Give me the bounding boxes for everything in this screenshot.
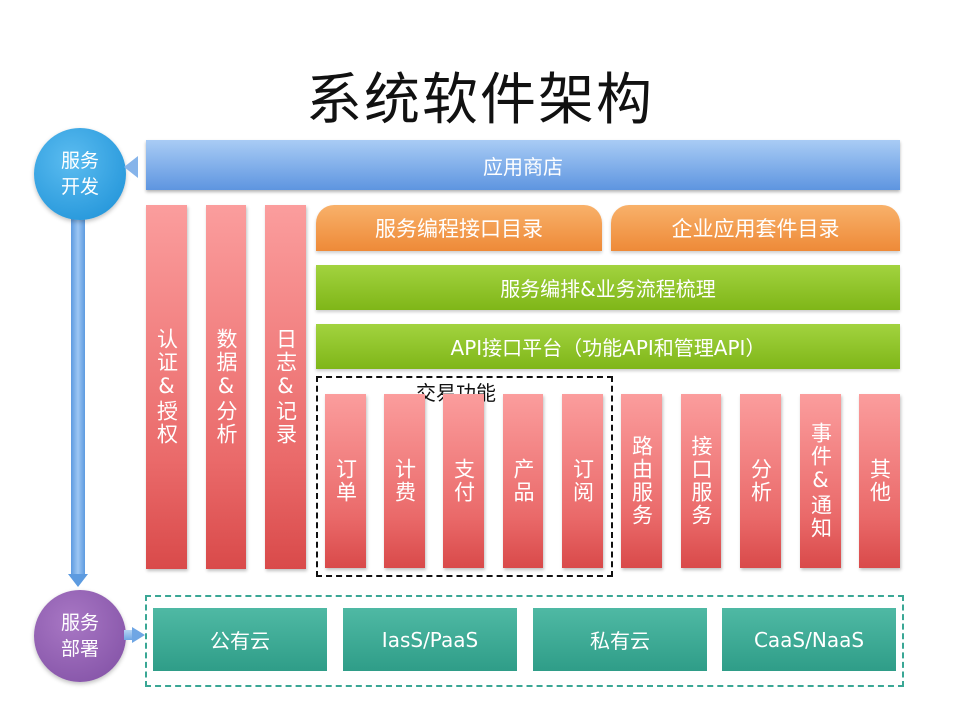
caas-naas-label: CaaS/NaaS	[753, 627, 865, 652]
orchestration-bar: 服务编排&业务流程梳理	[316, 265, 900, 310]
right-arrow-icon	[132, 627, 145, 643]
deployment-group	[145, 595, 904, 687]
data-analytics-column: 数据&分析	[206, 205, 246, 569]
routing-service-column-label: 路由服务	[629, 435, 654, 527]
payment-column: 支付	[443, 394, 484, 568]
events-notification-column-label: 事件&通知	[808, 422, 833, 540]
interface-service-column-label: 接口服务	[689, 435, 713, 527]
product-column: 产品	[503, 394, 543, 568]
orchestration-label: 服务编排&业务流程梳理	[500, 277, 716, 301]
analysis-column-label: 分析	[748, 458, 773, 504]
app-store-label: 应用商店	[483, 154, 563, 179]
app-store-bar: 应用商店	[146, 140, 900, 190]
analysis-column: 分析	[740, 394, 781, 568]
iaas-paas-label: IasS/PaaS	[381, 627, 479, 652]
private-cloud-label: 私有云	[590, 629, 650, 653]
deploy-arrow-shaft	[124, 630, 134, 640]
down-arrow-icon	[68, 574, 88, 587]
left-arrow-icon	[124, 156, 138, 178]
auth-column: 认证&授权	[146, 205, 187, 569]
logging-column-label: 日志&记录	[273, 328, 298, 446]
page-title: 系统软件架构	[306, 68, 654, 133]
subscription-column: 订阅	[562, 394, 603, 568]
dev-to-deploy-connector	[71, 195, 85, 577]
events-notification-column: 事件&通知	[800, 394, 841, 568]
private-cloud-box: 私有云	[533, 608, 707, 671]
subscription-column-label: 订阅	[570, 458, 595, 504]
service-api-catalog-label: 服务编程接口目录	[375, 217, 543, 241]
service-deploy-circle: 服务 部署	[34, 590, 126, 682]
interface-service-column: 接口服务	[681, 394, 721, 568]
auth-column-label: 认证&授权	[154, 328, 179, 446]
service-deploy-label: 服务 部署	[60, 612, 99, 660]
payment-column-label: 支付	[451, 458, 476, 504]
service-dev-circle: 服务 开发	[34, 128, 126, 220]
routing-service-column: 路由服务	[621, 394, 662, 568]
enterprise-suite-catalog-label: 企业应用套件目录	[671, 217, 840, 241]
order-column-label: 订单	[333, 458, 358, 504]
transaction-group	[316, 376, 613, 577]
service-dev-label: 服务 开发	[60, 150, 99, 198]
iaas-paas-box: IasS/PaaS	[343, 608, 517, 671]
api-platform-bar: API接口平台（功能API和管理API）	[316, 324, 900, 369]
order-column: 订单	[325, 394, 366, 568]
api-platform-label: API接口平台（功能API和管理API）	[450, 336, 766, 360]
public-cloud-box: 公有云	[153, 608, 327, 671]
caas-naas-box: CaaS/NaaS	[722, 608, 896, 671]
logging-column: 日志&记录	[265, 205, 306, 569]
other-column: 其他	[859, 394, 900, 568]
other-column-label: 其他	[867, 458, 892, 504]
data-analytics-column-label: 数据&分析	[214, 328, 238, 446]
product-column-label: 产品	[511, 458, 535, 504]
service-api-catalog: 服务编程接口目录	[316, 205, 602, 251]
public-cloud-label: 公有云	[210, 629, 270, 653]
billing-column: 计费	[384, 394, 425, 568]
billing-column-label: 计费	[392, 458, 417, 504]
enterprise-suite-catalog: 企业应用套件目录	[611, 205, 900, 251]
